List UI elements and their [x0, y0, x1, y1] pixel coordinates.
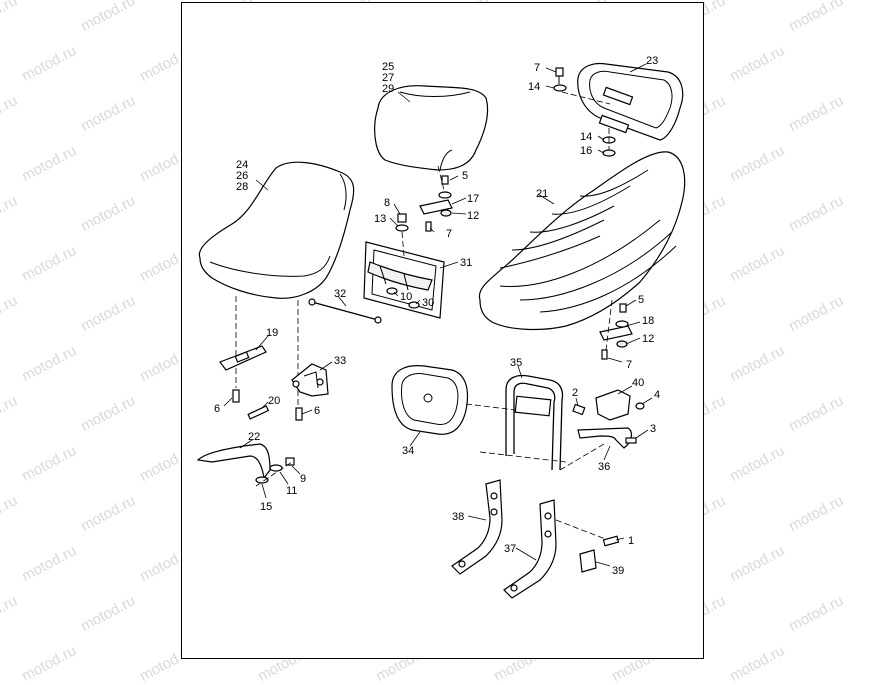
callout-8: 8: [384, 197, 390, 209]
hardware-center: [386, 165, 453, 309]
callout-29: 29: [382, 83, 394, 95]
callout-14: 14: [528, 81, 540, 93]
callout-4: 4: [654, 389, 660, 401]
callout-23: 23: [646, 55, 658, 67]
leader-lines: [223, 63, 653, 567]
callout-5: 5: [462, 170, 468, 182]
callout-7: 7: [534, 62, 540, 74]
callout-6: 6: [214, 403, 220, 415]
seat-mount-frame-31[interactable]: [363, 241, 445, 319]
callout-25: 25: [382, 61, 394, 73]
callout-10: 10: [400, 291, 412, 303]
callout-37: 37: [504, 543, 516, 555]
callout-19: 19: [266, 327, 278, 339]
callout-3: 3: [650, 423, 656, 435]
callout-7: 7: [626, 359, 632, 371]
callout-11: 11: [286, 485, 297, 497]
callout-33: 33: [334, 355, 346, 367]
callout-9: 9: [300, 473, 306, 485]
sissy-bar-upright-35[interactable]: [505, 374, 564, 471]
callout-26: 26: [236, 170, 248, 182]
passenger-pillion-pad[interactable]: [374, 85, 489, 171]
hardware-lower-left: [255, 457, 295, 487]
callout-2: 2: [572, 387, 578, 399]
callout-18: 18: [642, 315, 654, 327]
callout-7: 7: [446, 228, 452, 240]
callout-12: 12: [642, 333, 654, 345]
hardware-bottom-right: [579, 535, 620, 573]
callout-12: 12: [467, 210, 479, 222]
side-plate-37[interactable]: [503, 499, 557, 599]
callout-6: 6: [314, 405, 320, 417]
bolts-6-20: [232, 389, 303, 421]
callout-35: 35: [510, 357, 522, 369]
pad-attach-line: [465, 403, 517, 411]
backrest-frame-23[interactable]: [577, 62, 684, 141]
callout-labels: 25 27 29 7 14 23 14 16 24 26 28 5 17 8 1…: [214, 55, 660, 577]
exploded-parts-diagram: 25 27 29 7 14 23 14 16 24 26 28 5 17 8 1…: [196, 55, 686, 599]
solo-seat[interactable]: [198, 161, 355, 299]
callout-32: 32: [334, 288, 346, 300]
callout-1: 1: [628, 535, 634, 547]
two-up-seat-21[interactable]: [478, 151, 686, 331]
hardware-right-seat: [599, 299, 633, 360]
callout-5: 5: [638, 294, 644, 306]
backrest-pad-34[interactable]: [391, 365, 469, 435]
bracket-22[interactable]: [196, 443, 271, 480]
side-plate-38[interactable]: [451, 479, 503, 575]
callout-24: 24: [236, 159, 248, 171]
callout-30: 30: [422, 297, 434, 309]
cable-32[interactable]: [308, 298, 382, 324]
callout-27: 27: [382, 72, 394, 84]
hardware-sissy-right: [559, 389, 645, 471]
callout-14: 14: [580, 131, 592, 143]
callout-40: 40: [632, 377, 644, 389]
callout-38: 38: [452, 511, 464, 523]
callout-21: 21: [536, 188, 548, 200]
callout-17: 17: [467, 193, 479, 205]
callout-36: 36: [598, 461, 610, 473]
callout-22: 22: [248, 431, 260, 443]
bracket-19[interactable]: [219, 345, 267, 371]
callout-28: 28: [236, 181, 248, 193]
callout-20: 20: [268, 395, 280, 407]
callout-16: 16: [580, 145, 592, 157]
callout-39: 39: [612, 565, 624, 577]
plate-attach-line: [555, 519, 609, 541]
callout-15: 15: [260, 501, 272, 513]
callout-13: 13: [374, 213, 386, 225]
callout-34: 34: [402, 445, 414, 457]
callout-31: 31: [460, 257, 472, 269]
upright-attach-line: [479, 451, 567, 463]
bracket-33[interactable]: [291, 363, 329, 397]
